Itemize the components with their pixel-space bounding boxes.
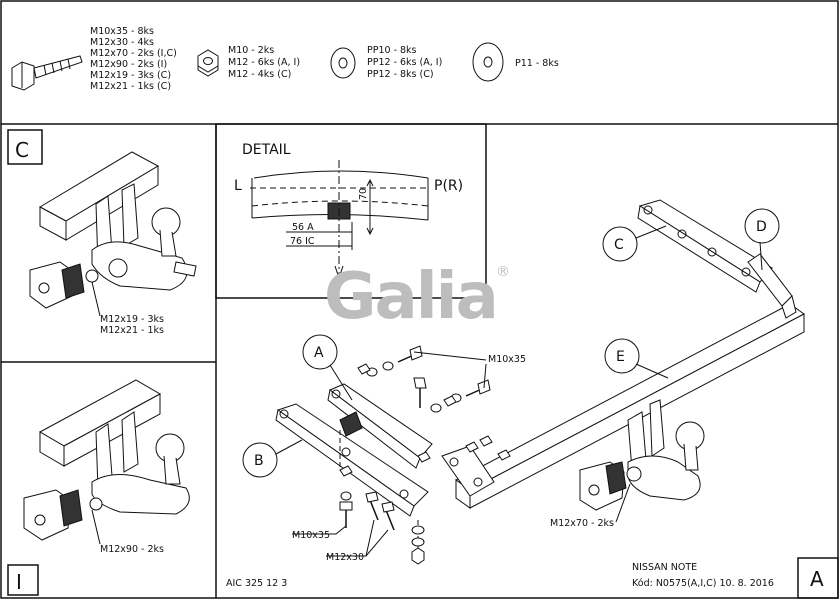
label-c-text: C	[614, 237, 624, 253]
corner-label: A	[810, 567, 824, 591]
towbar-c-illustration	[29, 151, 197, 309]
leader-line	[483, 363, 487, 389]
bolt-hole	[449, 457, 459, 467]
bolt-spec-list: M10x35 - 8ks M12x30 - 4ks M12x70 - 2ks (…	[90, 26, 177, 92]
fastener-set	[339, 345, 511, 565]
bolt-spec: M10x35 - 8ks	[90, 26, 154, 37]
plate-washer-icon	[472, 42, 504, 82]
detail-right-label: P(R)	[434, 178, 463, 194]
washer-spec: PP10 - 8ks	[367, 45, 417, 56]
bracket-b	[275, 403, 429, 517]
nut-spec: M12 - 4ks (C)	[228, 69, 291, 80]
washer-spec: PP12 - 8ks (C)	[367, 69, 434, 80]
label-c-marker: C	[602, 225, 667, 262]
logo-registered-mark: ®	[496, 264, 510, 280]
panel-c-label-box	[7, 129, 43, 165]
panel-i-label: I	[16, 570, 22, 594]
label-d-text: D	[756, 219, 767, 235]
label-d-marker: D	[744, 208, 780, 271]
nut-spec: M10 - 2ks	[228, 45, 274, 56]
bracket-d	[747, 253, 797, 319]
label-b-text: B	[254, 453, 264, 469]
detail-section-drawing	[250, 160, 430, 280]
label-e-marker: E	[604, 338, 669, 379]
vehicle-name: NISSAN NOTE	[632, 562, 697, 573]
crossbar-e	[455, 303, 805, 509]
callout-m12x30: M12x30	[326, 552, 364, 563]
panel-c-label: C	[15, 138, 29, 162]
label-a-marker: A	[302, 334, 353, 401]
washer-icon	[330, 47, 356, 79]
leader-line	[326, 519, 375, 557]
detail-box	[215, 123, 487, 299]
nut-spec-list: M10 - 2ks M12 - 6ks (A, I) M12 - 4ks (C)	[228, 45, 300, 80]
bracket-c	[637, 199, 773, 293]
washer-spec-list: PP10 - 8ks PP12 - 6ks (A, I) PP12 - 8ks …	[367, 45, 442, 80]
towbar-i-illustration	[23, 379, 190, 541]
leader-line	[365, 529, 389, 557]
callout-m10x35-bottom: M10x35	[292, 530, 330, 541]
bolt-hole	[473, 477, 483, 487]
logo-wordmark: Galia	[324, 260, 497, 334]
bracket-a	[327, 383, 433, 469]
leader-line	[91, 281, 101, 317]
panel-c-callout: M12x19 - 3ks	[100, 314, 164, 325]
washer-spec: PP12 - 6ks (A, I)	[367, 57, 442, 68]
plate-spec: P11 - 8ks	[515, 58, 559, 69]
bolt-spec: M12x21 - 1ks (C)	[90, 81, 171, 92]
leader-line	[91, 509, 101, 545]
bolt-spec: M12x19 - 3ks (C)	[90, 70, 171, 81]
bolt-spec: M12x90 - 2ks (I)	[90, 59, 167, 70]
label-e-text: E	[616, 349, 625, 365]
galia-logo: Galia ®	[324, 260, 510, 334]
panel-i-callout: M12x90 - 2ks	[100, 544, 164, 555]
leader-line	[292, 525, 347, 535]
detail-left-label: L	[234, 178, 242, 194]
label-a-text: A	[314, 345, 324, 361]
callout-m12x70: M12x70 - 2ks	[550, 518, 614, 529]
leader-line	[413, 351, 487, 361]
drawing-code: AIC 325 12 3	[226, 578, 287, 589]
label-b-marker: B	[242, 439, 303, 478]
bolt-spec: M12x30 - 4ks	[90, 37, 154, 48]
bolt-spec: M12x70 - 2ks (I,C)	[90, 48, 177, 59]
leader-line	[615, 483, 631, 523]
panel-i-label-box	[7, 564, 39, 596]
nut-icon	[197, 49, 219, 77]
towball-assembly	[579, 399, 705, 511]
corner-label-box	[797, 557, 839, 599]
detail-dimension-a: 56 A	[292, 222, 314, 233]
kod-date: Kód: N0575(A,I,C) 10. 8. 2016	[632, 578, 774, 589]
detail-vertical-dimension: 70	[358, 188, 369, 200]
bolt-icon	[11, 55, 83, 91]
detail-title: DETAIL	[242, 142, 291, 158]
detail-dimension-ic: 76 IC	[290, 236, 315, 247]
callout-m10x35-top: M10x35	[488, 354, 526, 365]
panel-c-callout: M12x21 - 1ks	[100, 325, 164, 336]
nut-spec: M12 - 6ks (A, I)	[228, 57, 300, 68]
